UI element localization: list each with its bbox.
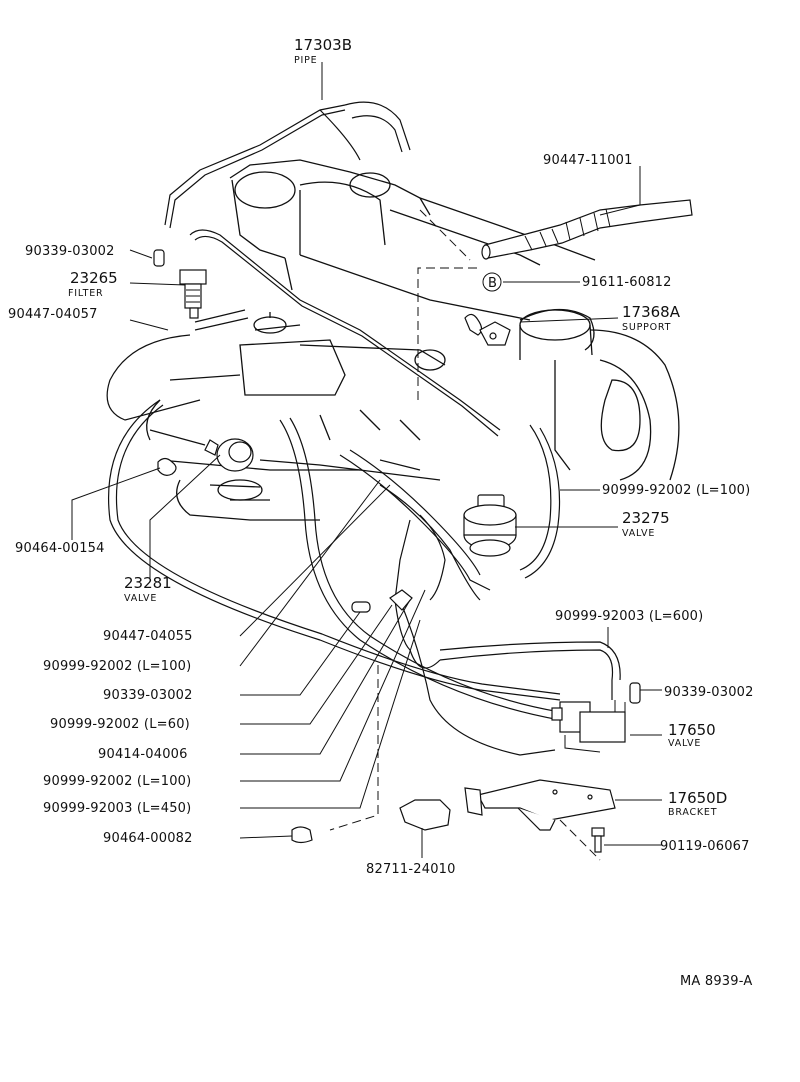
label-90339-03002-top: 90339-03002 bbox=[25, 244, 115, 259]
joint-90414-drawing bbox=[389, 589, 413, 611]
valve-23275-drawing bbox=[463, 494, 517, 557]
label-90464-00082: 90464-00082 bbox=[103, 831, 193, 846]
label-17650-valve: VALVE bbox=[668, 738, 701, 749]
label-17650: 17650 bbox=[668, 721, 716, 739]
label-90119-06067: 90119-06067 bbox=[660, 839, 750, 854]
ribbed-hose-drawing bbox=[481, 199, 693, 260]
label-l60: 90999-92002 (L=60) bbox=[50, 717, 190, 732]
label-bracket: BRACKET bbox=[668, 807, 717, 818]
label-17650d: 17650D bbox=[668, 789, 727, 807]
label-90339-03002-right: 90339-03002 bbox=[664, 685, 754, 700]
part-labels: 17303B PIPE 90447-11001 90339-03002 2326… bbox=[8, 36, 754, 989]
label-23281-valve: VALVE bbox=[124, 593, 157, 604]
clamp-00154-drawing bbox=[157, 457, 177, 476]
label-17303b: 17303B bbox=[294, 36, 352, 54]
drawing-code: MA 8939-A bbox=[680, 974, 752, 989]
parts-drawings bbox=[153, 199, 693, 853]
clip-b-circle bbox=[482, 272, 502, 292]
label-support: SUPPORT bbox=[622, 322, 671, 333]
bolt-90119-drawing bbox=[591, 827, 605, 853]
label-pipe: PIPE bbox=[294, 55, 317, 66]
vacuum-hose-routing bbox=[106, 101, 621, 756]
plug-top-drawing bbox=[153, 249, 165, 267]
label-23275-valve: VALVE bbox=[622, 528, 655, 539]
support-17368a-drawing bbox=[464, 313, 511, 346]
label-23281: 23281 bbox=[124, 574, 172, 592]
label-l100-right: 90999-92002 (L=100) bbox=[602, 483, 750, 498]
vsv-17650-drawing bbox=[551, 700, 626, 753]
clamp-00082-drawing bbox=[291, 826, 313, 844]
label-90447-04057: 90447-04057 bbox=[8, 307, 98, 322]
label-90414-04006: 90414-04006 bbox=[98, 747, 188, 762]
label-90464-00154: 90464-00154 bbox=[15, 541, 105, 556]
label-b-mark: B bbox=[488, 276, 497, 291]
label-90339-03002-mid: 90339-03002 bbox=[103, 688, 193, 703]
label-l100-a: 90999-92002 (L=100) bbox=[43, 659, 191, 674]
plug-mid-drawing bbox=[351, 601, 371, 613]
label-90447-04055: 90447-04055 bbox=[103, 629, 193, 644]
valve-23281-drawing bbox=[204, 438, 254, 472]
label-82711-24010: 82711-24010 bbox=[366, 862, 456, 877]
bracket-17650d-drawing bbox=[464, 779, 616, 831]
bracket-82711-drawing bbox=[399, 799, 451, 831]
label-23275: 23275 bbox=[622, 509, 670, 527]
plug-right-drawing bbox=[629, 682, 641, 704]
label-91611-60812: 91611-60812 bbox=[582, 275, 672, 290]
reference-dashed-lines bbox=[329, 209, 601, 861]
label-l450: 90999-92003 (L=450) bbox=[43, 801, 191, 816]
filter-23265-drawing bbox=[179, 269, 207, 319]
leader-lines bbox=[71, 62, 662, 858]
label-l600: 90999-92003 (L=600) bbox=[555, 609, 703, 624]
label-17368a: 17368A bbox=[622, 303, 681, 321]
label-filter: FILTER bbox=[68, 288, 103, 299]
label-23265: 23265 bbox=[70, 269, 118, 287]
label-90447-11001: 90447-11001 bbox=[543, 153, 633, 168]
label-l100-b: 90999-92002 (L=100) bbox=[43, 774, 191, 789]
